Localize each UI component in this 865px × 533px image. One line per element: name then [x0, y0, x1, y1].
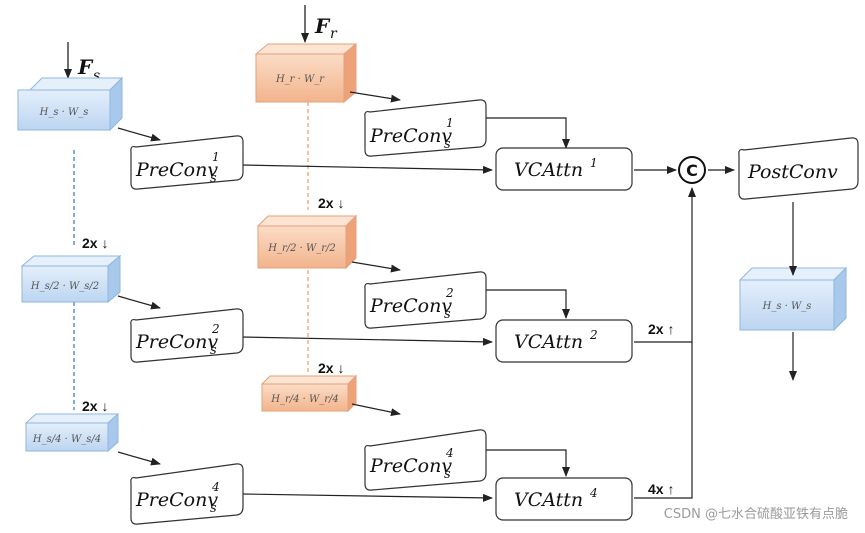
preconv-mid-2-sub: s: [444, 307, 451, 322]
scale-down-r1: 2x ↓: [318, 195, 344, 211]
fr-main: F: [314, 14, 331, 38]
preconv-mid-1-base: PreConv: [369, 125, 452, 147]
svg-text:VCAttn: VCAttn: [514, 489, 583, 511]
svg-text:PostConv: PostConv: [747, 161, 838, 183]
cube-r2: H_r/2 · W_r/2: [256, 214, 358, 270]
preconv-left-2: PreConv s 2: [130, 308, 244, 363]
cube-s1-label: H_s · W_s: [39, 107, 89, 118]
preconv-mid-4-base: PreConv: [369, 455, 452, 477]
preconv-left-2-base: PreConv: [135, 331, 218, 353]
vcattn-1: VCAttn 1: [495, 147, 633, 191]
vcattn-4-base: VCAttn: [514, 489, 583, 511]
vcattn-2-base: VCAttn: [514, 331, 583, 353]
vcattn-2-sup: 2: [589, 328, 598, 342]
vcattn-1-base: VCAttn: [514, 159, 583, 181]
edge-r4-pre: [351, 403, 401, 417]
svg-text:PreConv: PreConv: [135, 489, 218, 511]
preconv-mid-4-sub: s: [444, 467, 451, 482]
scale-up4: 4x ↑: [648, 481, 674, 497]
input-fs-label: F s: [64, 42, 100, 84]
preconv-mid-1-sup: 1: [446, 116, 454, 130]
concat-node: C: [678, 156, 706, 184]
fs-main: F: [77, 55, 94, 79]
preconv-left-1: PreConv s 1: [130, 135, 244, 190]
scale-down-r2: 2x ↓: [318, 360, 344, 376]
scale-up2: 2x ↑: [648, 321, 674, 337]
preconv-left-1-sub: s: [210, 171, 217, 186]
edge-prem2-vc2: [486, 289, 570, 319]
edge-s1-pre: [117, 127, 161, 142]
edge-r2-pre: [351, 261, 401, 273]
vcattn-2: VCAttn 2: [495, 319, 633, 363]
svg-text:PreConv: PreConv: [369, 125, 452, 147]
svg-text:PreConv: PreConv: [369, 295, 452, 317]
cube-s1: H_s · W_s: [17, 76, 124, 132]
cube-out: H_s · W_s: [738, 266, 848, 332]
fs-sub: s: [93, 68, 100, 84]
cube-r4-label: H_r/4 · W_r/4: [270, 394, 339, 405]
edge-prem4-vc4: [486, 449, 570, 477]
preconv-left-2-sup: 2: [211, 322, 220, 336]
svg-text:VCAttn: VCAttn: [514, 159, 583, 181]
preconv-left-4-sup: 4: [211, 480, 220, 494]
cube-s2-label: H_s/2 · W_s/2: [30, 281, 99, 292]
preconv-left-4-base: PreConv: [135, 489, 218, 511]
svg-text:PreConv: PreConv: [369, 455, 452, 477]
scale-down-s1: 2x ↓: [82, 235, 108, 251]
edge-pre4-vc4: [241, 493, 493, 502]
preconv-mid-2-sup: 2: [445, 286, 454, 300]
cube-r1-label: H_r · W_r: [275, 74, 325, 85]
preconv-left-2-sub: s: [210, 343, 217, 358]
vcattn-4-sup: 4: [589, 486, 598, 500]
preconv-mid-4-sup: 4: [445, 446, 454, 460]
preconv-left-1-sup: 1: [212, 150, 220, 164]
preconv-mid-1: PreConv s 1: [364, 99, 487, 157]
input-fr-label: F r: [301, 5, 338, 43]
svg-text:PreConv: PreConv: [135, 159, 218, 181]
svg-text:PreConv: PreConv: [135, 331, 218, 353]
cube-out-label: H_s · W_s: [762, 301, 812, 312]
cube-s2: H_s/2 · W_s/2: [20, 254, 122, 304]
preconv-left-1-base: PreConv: [135, 159, 218, 181]
preconv-mid-1-sub: s: [444, 137, 451, 152]
cube-r4: H_r/4 · W_r/4: [260, 374, 358, 413]
edge-pre2-vc2: [241, 336, 493, 346]
scale-down-s2: 2x ↓: [82, 398, 108, 414]
edge-prem1-vc1: [486, 117, 570, 149]
preconv-mid-4: PreConv s 4: [364, 429, 487, 491]
postconv-block: PostConv: [738, 137, 859, 200]
edge-up-concat: [634, 187, 696, 499]
edge-r1-pre: [349, 91, 401, 103]
fr-sub: r: [330, 26, 338, 42]
watermark: CSDN @七水合硫酸亚铁有点脆: [664, 506, 848, 522]
vcattn-1-sup: 1: [590, 156, 598, 170]
cube-s4: H_s/4 · W_s/4: [24, 412, 120, 453]
preconv-left-4: PreConv s 4: [130, 463, 244, 525]
vcattn-4: VCAttn 4: [495, 477, 633, 521]
edge-s4-pre: [117, 451, 161, 466]
preconv-mid-2-base: PreConv: [369, 295, 452, 317]
cube-r2-label: H_r/2 · W_r/2: [267, 243, 336, 254]
concat-symbol: C: [686, 161, 698, 180]
edge-pre1-vc1: [241, 164, 493, 174]
cube-s4-label: H_s/4 · W_s/4: [32, 434, 101, 445]
svg-text:VCAttn: VCAttn: [514, 331, 583, 353]
cube-r1: H_r · W_r: [254, 42, 358, 104]
preconv-left-4-sub: s: [210, 501, 217, 516]
postconv-base: PostConv: [747, 161, 838, 183]
edge-s2-pre: [117, 295, 161, 310]
preconv-mid-2: PreConv s 2: [364, 271, 487, 329]
